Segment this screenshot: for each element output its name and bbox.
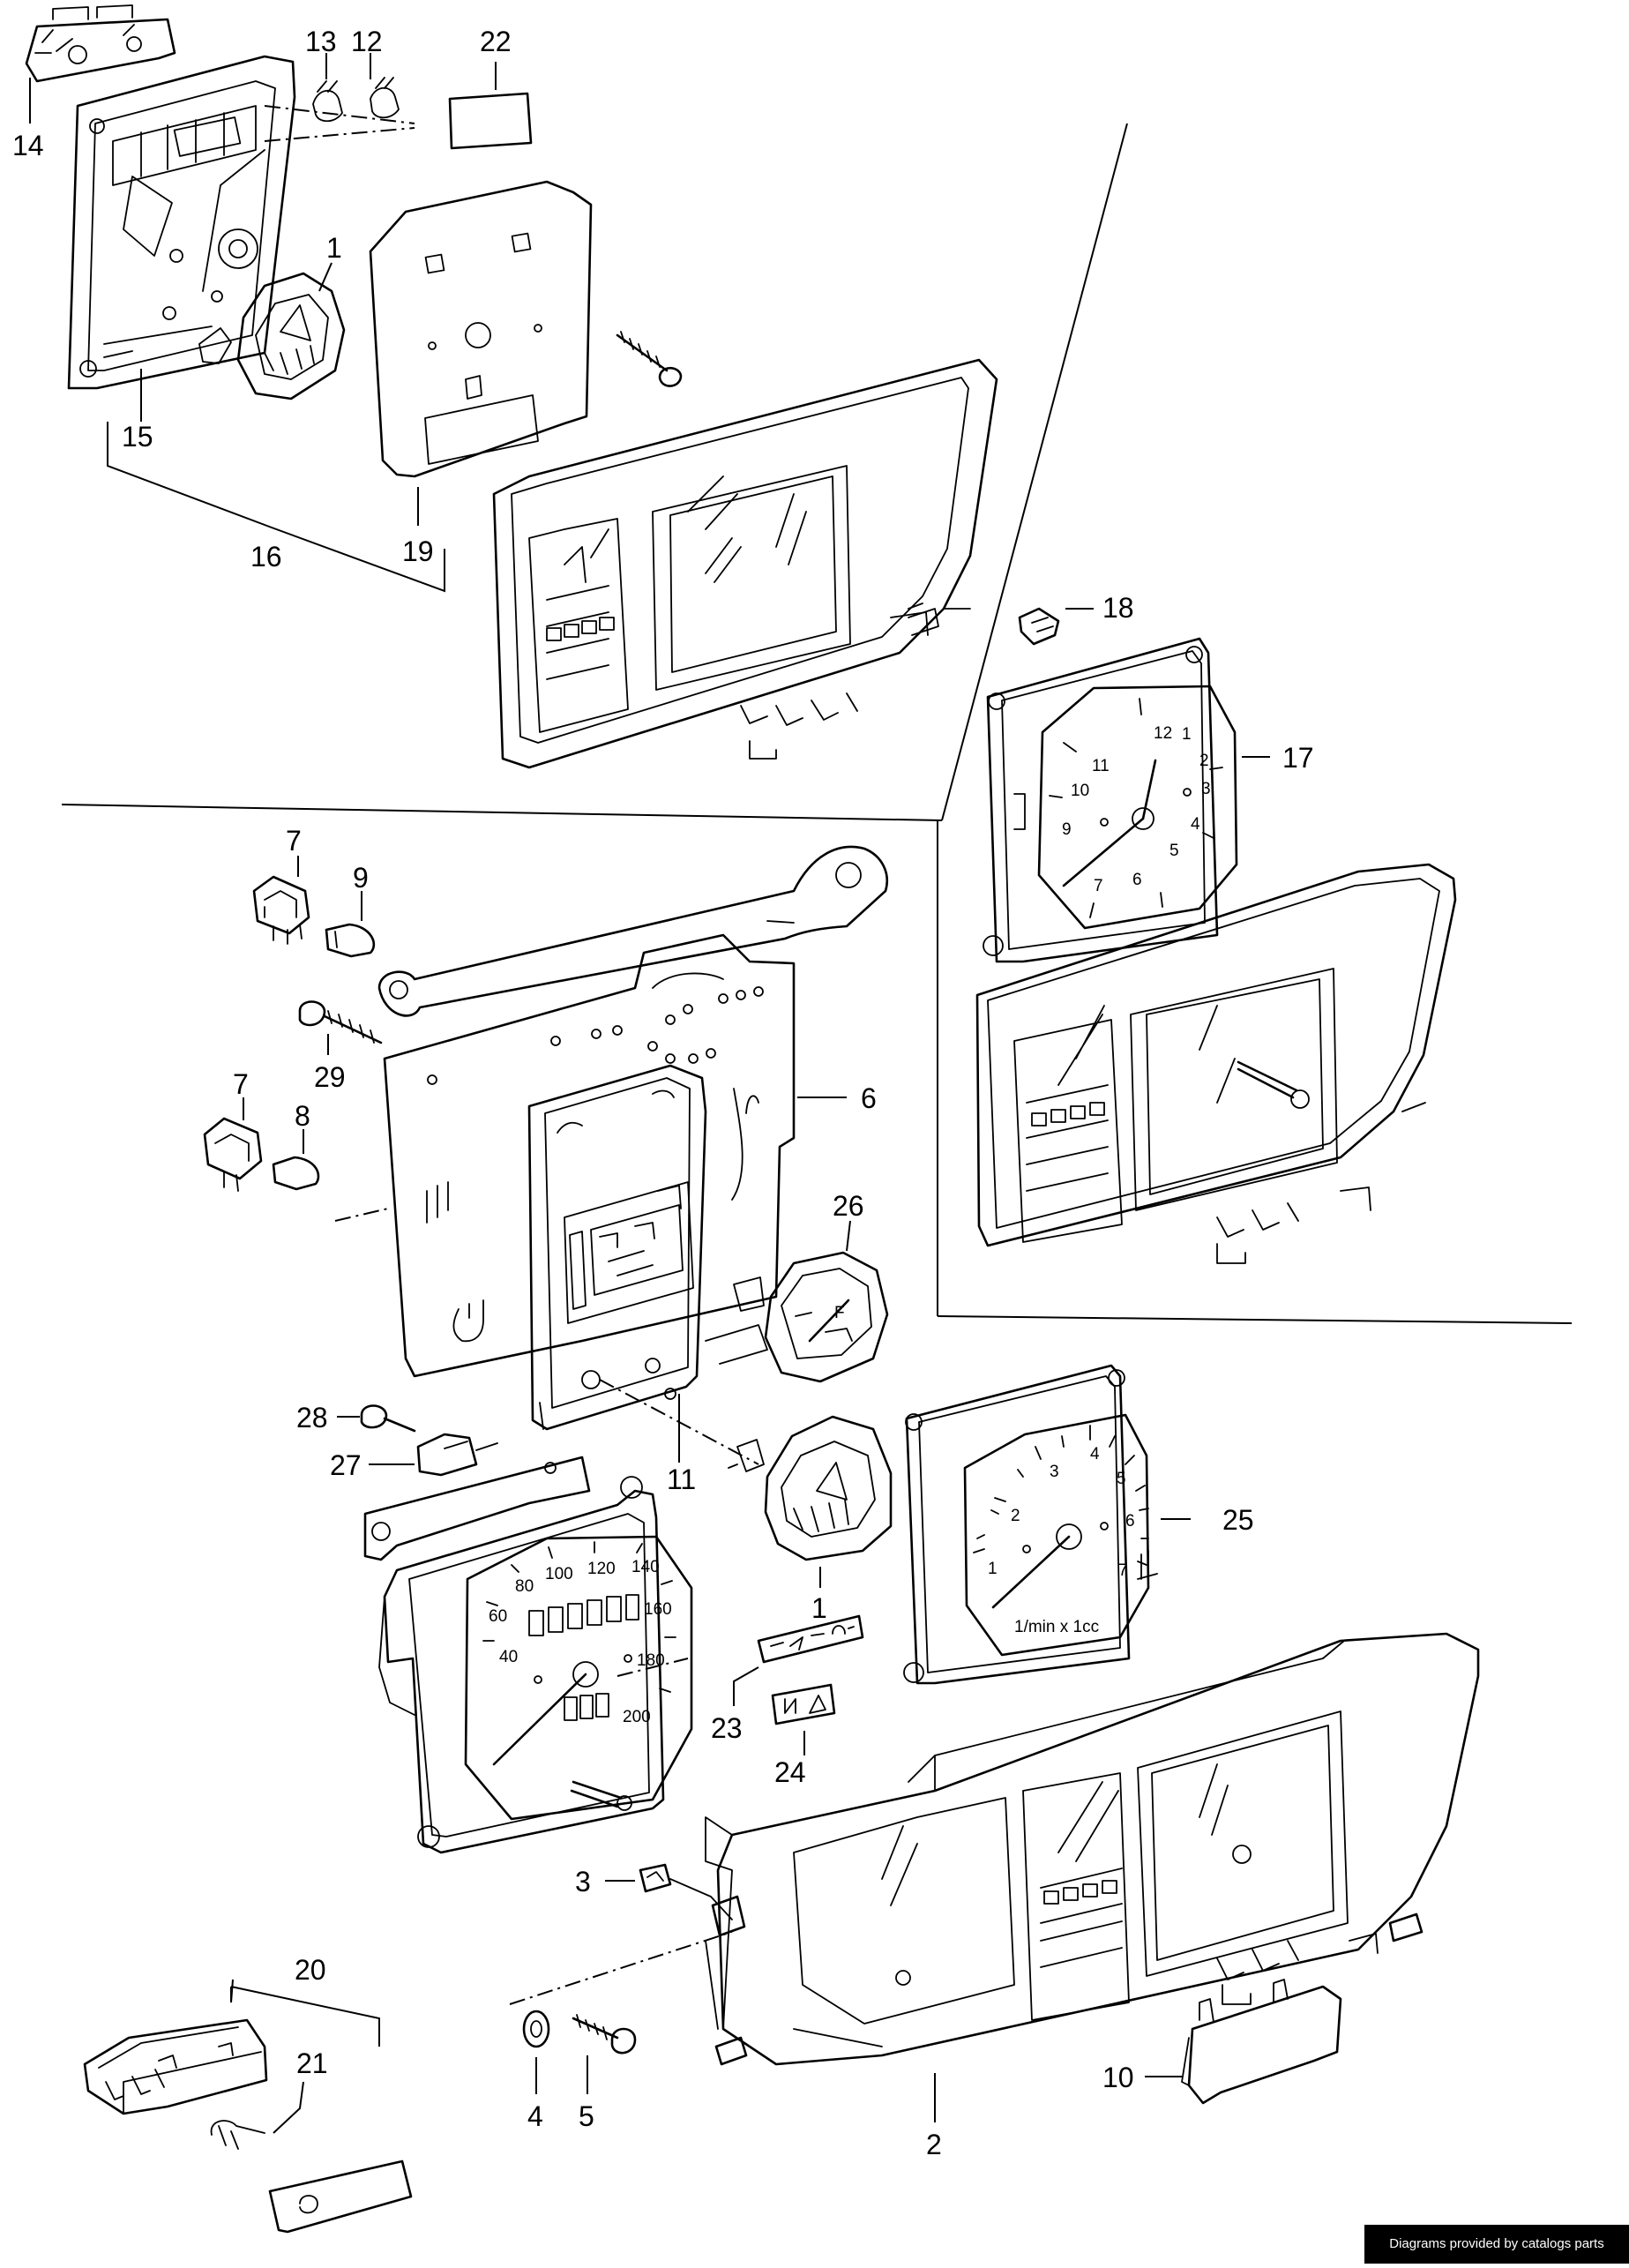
speedo-numeral-160: 160 <box>644 1600 672 1619</box>
callout-labels: 14 13 12 22 1 15 16 19 18 17 7 9 29 6 7 … <box>12 26 1314 2160</box>
callout-27: 27 <box>330 1449 362 1481</box>
callout-3: 3 <box>575 1866 591 1897</box>
callout-25: 25 <box>1222 1504 1254 1536</box>
cluster-middle <box>975 863 1457 1264</box>
gauge-housing-1-lower <box>728 1415 893 1588</box>
label-plate-22 <box>448 62 533 150</box>
speedo-numeral-100: 100 <box>545 1565 573 1583</box>
callout-2: 2 <box>926 2129 942 2160</box>
clock-numeral-12: 12 <box>1154 724 1172 743</box>
callout-19: 19 <box>402 535 434 567</box>
callout-18: 18 <box>1102 592 1134 624</box>
callout-29: 29 <box>314 1061 346 1093</box>
fuel-gauge-letter: F <box>834 1304 845 1322</box>
printed-circuit-6 <box>377 845 888 1378</box>
speedo-numeral-120: 120 <box>587 1560 616 1578</box>
tach-numeral-4: 4 <box>1090 1445 1100 1463</box>
speedo-numeral-80: 80 <box>515 1577 534 1596</box>
callout-11: 11 <box>667 1463 696 1495</box>
callout-1-lower: 1 <box>811 1592 827 1624</box>
callout-7-upper: 7 <box>286 825 302 857</box>
washer-4-screw-5 <box>509 1931 733 2094</box>
cover-10 <box>1145 1979 1342 2105</box>
circuit-board-19 <box>369 180 683 526</box>
bulbs-13-12 <box>264 53 415 142</box>
clip-3 <box>605 1863 746 1937</box>
speedo-numeral-140: 140 <box>631 1558 660 1576</box>
tach-unit-label: 1/min x 1cc <box>1014 1618 1099 1636</box>
tach-numeral-5: 5 <box>1117 1470 1126 1488</box>
callout-22: 22 <box>480 26 512 57</box>
clock-assembly-17: 12 1 2 3 4 5 6 7 9 10 11 <box>983 607 1270 963</box>
clock-numeral-4: 4 <box>1191 815 1200 834</box>
credit-banner: Diagrams provided by catalogs parts <box>1364 2225 1629 2264</box>
callout-20: 20 <box>295 1954 326 1986</box>
cluster-bottom-2 <box>705 1632 1480 2122</box>
tach-numeral-3: 3 <box>1050 1463 1059 1481</box>
callout-10: 10 <box>1102 2062 1134 2093</box>
clock-numeral-7: 7 <box>1094 877 1103 895</box>
callout-7-lower: 7 <box>233 1068 249 1100</box>
symbol-strips-23-24 <box>733 1614 864 1755</box>
speedo-numeral-40: 40 <box>499 1648 518 1666</box>
callout-8: 8 <box>295 1100 310 1132</box>
tach-numeral-6: 6 <box>1125 1512 1135 1531</box>
clock-numeral-5: 5 <box>1169 842 1179 860</box>
clock-numeral-11: 11 <box>1092 757 1110 775</box>
relay-box-20-21 <box>83 1979 413 2234</box>
clock-numeral-9: 9 <box>1062 820 1072 839</box>
callout-13: 13 <box>305 26 337 57</box>
callout-9: 9 <box>353 862 369 894</box>
callout-14: 14 <box>12 130 44 161</box>
callout-21: 21 <box>296 2047 328 2079</box>
screw-28-connector-27 <box>337 1404 498 1477</box>
fuel-temp-gauge-26: F <box>705 1220 889 1383</box>
tachometer-25: 1 2 3 4 5 6 7 1/min x 1cc <box>903 1364 1191 1685</box>
tach-numeral-1: 1 <box>988 1560 998 1578</box>
callout-5: 5 <box>579 2100 594 2132</box>
callout-1-top: 1 <box>326 232 342 264</box>
clock-numeral-10: 10 <box>1071 782 1089 800</box>
clock-numeral-3: 3 <box>1201 780 1211 798</box>
clock-numeral-6: 6 <box>1132 871 1142 889</box>
clock-numeral-1: 1 <box>1182 725 1192 744</box>
callout-17: 17 <box>1282 742 1314 774</box>
speedo-numeral-200: 200 <box>623 1708 651 1726</box>
callout-28: 28 <box>296 1402 328 1433</box>
callout-26: 26 <box>833 1190 864 1222</box>
callout-15: 15 <box>122 421 153 453</box>
speedometer: 40 60 80 100 120 140 160 180 200 <box>363 1456 693 1854</box>
callout-24: 24 <box>774 1756 806 1788</box>
bulb-holders-7-9-8-29 <box>203 856 389 1222</box>
speedo-numeral-60: 60 <box>489 1607 507 1626</box>
callout-6: 6 <box>861 1082 877 1114</box>
bulb-holder-panel-group <box>25 4 445 593</box>
section-dividers <box>61 123 1573 1324</box>
callout-23: 23 <box>711 1712 743 1744</box>
instrument-carrier-11 <box>527 1064 759 1465</box>
clock-numeral-2: 2 <box>1199 752 1209 770</box>
cluster-top <box>492 358 998 769</box>
tach-numeral-7: 7 <box>1118 1561 1128 1580</box>
tach-numeral-2: 2 <box>1011 1507 1020 1525</box>
callout-12: 12 <box>351 26 383 57</box>
callout-16: 16 <box>250 541 282 573</box>
callout-4: 4 <box>527 2100 543 2132</box>
